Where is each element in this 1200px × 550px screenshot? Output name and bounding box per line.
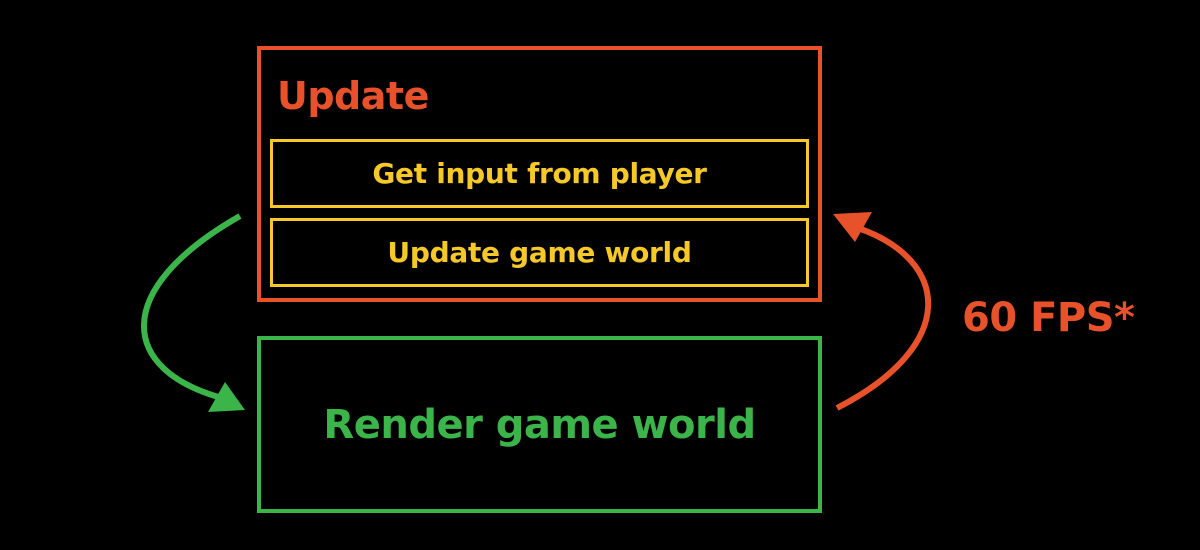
step-update-world: Update game world [270,218,809,287]
fps-label: 60 FPS* [962,295,1135,341]
update-to-render-arrow-icon [141,213,245,412]
render-block: Render game world [257,336,822,513]
step-get-input: Get input from player [270,139,809,208]
update-title: Update [277,74,429,118]
update-block: Update Get input from player Update game… [257,46,822,302]
render-to-update-arrow-icon [833,212,932,411]
